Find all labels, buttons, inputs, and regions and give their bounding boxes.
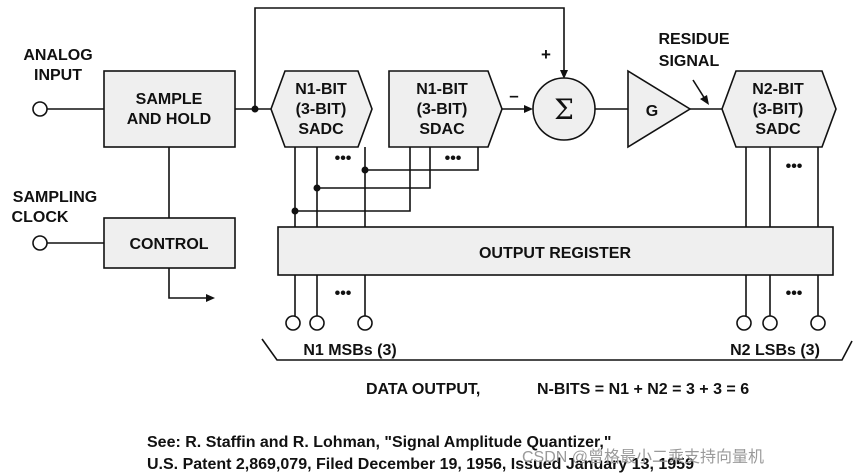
n2-sadc-label-line1: N2-BIT bbox=[752, 81, 804, 98]
msb-out-ellipsis: ••• bbox=[335, 285, 352, 302]
n1-sadc-label-line3: SADC bbox=[298, 121, 344, 138]
n1-sdac-label-line1: N1-BIT bbox=[416, 81, 468, 98]
residue-label-line1: RESIDUE bbox=[658, 31, 729, 48]
data-output-label: DATA OUTPUT, bbox=[366, 381, 480, 398]
sdac-bit-line-2 bbox=[317, 147, 431, 189]
lsb-terminal-2[interactable] bbox=[762, 315, 778, 331]
junction-bit-2 bbox=[313, 184, 321, 192]
control-label: CONTROL bbox=[129, 236, 208, 253]
sadc2-ellipsis: ••• bbox=[786, 158, 803, 175]
msb-terminal-3[interactable] bbox=[357, 315, 373, 331]
sadc1-ellipsis: ••• bbox=[335, 150, 352, 167]
control-block bbox=[103, 217, 236, 269]
output-register-block bbox=[277, 226, 834, 276]
analog-input-label-line2: INPUT bbox=[34, 67, 82, 84]
msbs-label: N1 MSBs (3) bbox=[303, 342, 396, 359]
n1-sadc-label-line1: N1-BIT bbox=[295, 81, 347, 98]
analog-input-label-line1: ANALOG bbox=[23, 47, 92, 64]
control-output-wire bbox=[168, 268, 208, 299]
n1-sdac-label-line3: SDAC bbox=[419, 121, 465, 138]
sample-and-hold-block bbox=[103, 70, 236, 148]
sampling-clock-label-line1: SAMPLING bbox=[13, 189, 97, 206]
sample-and-hold-label-line1: SAMPLE bbox=[136, 91, 203, 108]
sampling-clock-terminal[interactable] bbox=[32, 235, 48, 251]
feedforward-arrowhead bbox=[560, 70, 568, 79]
lsb-out-ellipsis: ••• bbox=[786, 285, 803, 302]
analog-input-terminal[interactable] bbox=[32, 101, 48, 117]
residue-pointer-wire bbox=[692, 79, 706, 100]
n1-sadc-label-line2: (3-BIT) bbox=[296, 101, 347, 118]
n-bits-equation: N-BITS = N1 + N2 = 3 + 3 = 6 bbox=[537, 381, 749, 398]
n2-sadc-label-line3: SADC bbox=[755, 121, 801, 138]
sigma-symbol: Σ bbox=[554, 93, 574, 126]
sample-and-hold-label-line2: AND HOLD bbox=[127, 111, 211, 128]
minus-sign: – bbox=[509, 86, 518, 105]
lsb-terminal-3[interactable] bbox=[810, 315, 826, 331]
control-output-arrowhead bbox=[206, 294, 215, 302]
msb-terminal-2[interactable] bbox=[309, 315, 325, 331]
sdac-to-summer-arrowhead bbox=[524, 105, 533, 113]
n1-sdac-label-line2: (3-BIT) bbox=[417, 101, 468, 118]
feedforward-wire bbox=[254, 7, 565, 109]
output-register-label: OUTPUT REGISTER bbox=[479, 245, 631, 262]
sdac-ellipsis: ••• bbox=[445, 150, 462, 167]
sdac-bit-line-1 bbox=[295, 147, 411, 212]
watermark: CSDN @曾格最小二乘支持向量机 bbox=[522, 448, 764, 466]
gain-block bbox=[627, 69, 692, 149]
sdac-bit-line-3 bbox=[365, 147, 479, 171]
junction-bit-3 bbox=[361, 166, 369, 174]
n1-sadc-block bbox=[270, 70, 373, 148]
msb-terminal-1[interactable] bbox=[285, 315, 301, 331]
n2-sadc-label-line2: (3-BIT) bbox=[753, 101, 804, 118]
gain-label: G bbox=[646, 103, 658, 120]
n2-sadc-block bbox=[721, 70, 837, 148]
residue-pointer-arrowhead bbox=[700, 95, 709, 105]
junction-bit-1 bbox=[291, 207, 299, 215]
lsbs-label: N2 LSBs (3) bbox=[730, 342, 820, 359]
lsb-terminal-1[interactable] bbox=[736, 315, 752, 331]
n1-sdac-block bbox=[388, 70, 503, 148]
citation-line-1: See: R. Staffin and R. Lohman, "Signal A… bbox=[147, 434, 611, 451]
plus-sign: + bbox=[541, 45, 551, 64]
output-bracket bbox=[261, 338, 853, 361]
residue-label-line2: SIGNAL bbox=[659, 53, 720, 70]
citation-line-2: U.S. Patent 2,869,079, Filed December 19… bbox=[147, 456, 694, 473]
sampling-clock-label-line2: CLOCK bbox=[12, 209, 69, 226]
